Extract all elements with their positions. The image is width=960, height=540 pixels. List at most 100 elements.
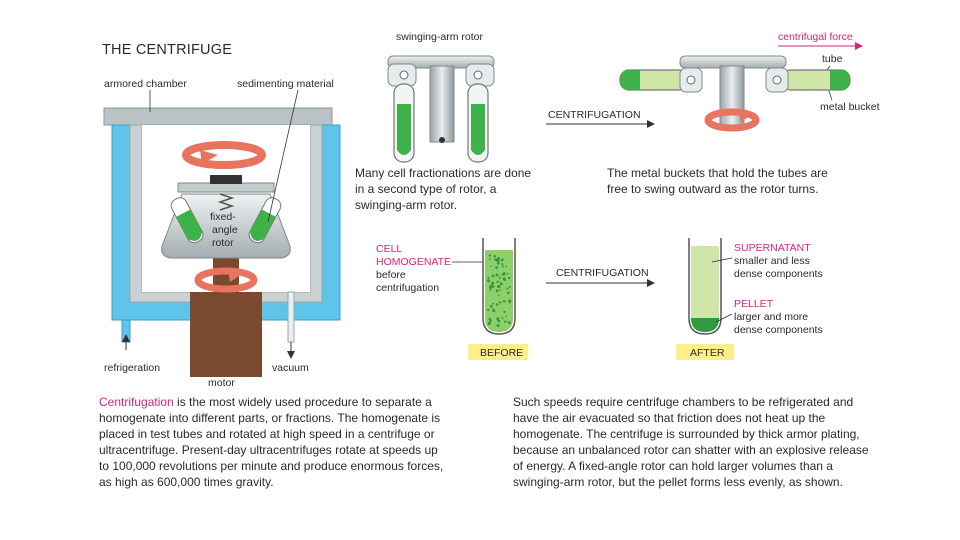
homogenate-particle bbox=[502, 277, 506, 281]
label-sedimenting-material: sedimenting material bbox=[237, 78, 334, 90]
paragraph-right-line4: because an unbalanced rotor can shatter … bbox=[513, 443, 869, 457]
label-supernatant-desc-1: smaller and less bbox=[734, 255, 810, 267]
label-pellet-desc-2: dense components bbox=[734, 324, 823, 336]
homogenate-particle bbox=[508, 299, 512, 303]
vacuum-pipe bbox=[287, 291, 295, 343]
homogenate-particle bbox=[491, 281, 495, 285]
swinging-arm-rotor-rest bbox=[387, 55, 495, 163]
caption-buckets-1: The metal buckets that hold the tubes ar… bbox=[607, 166, 828, 180]
caption-swing-2: in a second type of rotor, a bbox=[355, 182, 497, 196]
homogenate-particle bbox=[489, 285, 493, 289]
homogenate-particle bbox=[503, 310, 506, 314]
homogenate-particle bbox=[496, 324, 500, 328]
homogenate-particle bbox=[496, 285, 499, 288]
label-cell: CELL bbox=[376, 243, 402, 255]
homogenate-particle bbox=[502, 272, 506, 276]
term-centrifugation: Centrifugation bbox=[99, 395, 174, 409]
paragraph-right-line3: homogenate. The centrifuge is surrounded… bbox=[513, 427, 860, 441]
tube-before bbox=[482, 238, 516, 335]
label-motor: motor bbox=[208, 377, 235, 389]
paragraph-left-line3: placed in test tubes and rotated at high… bbox=[99, 427, 435, 441]
label-pellet: PELLET bbox=[734, 298, 774, 310]
paragraph-left: Centrifugation is the most widely used p… bbox=[99, 394, 443, 490]
tag-after bbox=[676, 344, 734, 360]
leader-sedimenting-material bbox=[267, 89, 299, 223]
homogenate-particle bbox=[508, 301, 511, 304]
homogenate-particle bbox=[495, 289, 499, 293]
caption-swing-1: Many cell fractionations are done bbox=[355, 166, 531, 180]
homogenate-particle bbox=[490, 265, 492, 268]
homogenate-particle bbox=[488, 321, 491, 324]
homogenate-particle bbox=[505, 315, 508, 318]
homogenate-particle bbox=[489, 319, 492, 322]
homogenate-particle bbox=[489, 288, 492, 291]
homogenate-particle bbox=[499, 301, 502, 304]
homogenate-particle bbox=[493, 254, 497, 258]
homogenate-particle bbox=[496, 261, 500, 265]
homogenate-particle bbox=[496, 280, 499, 284]
homogenate-particle bbox=[507, 276, 511, 280]
homogenate-particle bbox=[501, 263, 504, 266]
homogenate-particle bbox=[487, 308, 490, 312]
paragraph-left-line4: ultracentrifuge. Present-day ultracentri… bbox=[99, 443, 438, 457]
paragraph-left-line1: Centrifugation is the most widely used p… bbox=[99, 394, 443, 410]
homogenate-particle bbox=[506, 272, 509, 275]
homogenate-particle bbox=[488, 258, 491, 260]
homogenate-particle bbox=[495, 266, 498, 269]
homogenate-particle bbox=[499, 289, 502, 291]
homogenate-particle bbox=[499, 282, 503, 286]
rotation-arrow-bottom bbox=[194, 267, 258, 293]
homogenate-particle bbox=[506, 287, 509, 290]
rotor-label-2: angle bbox=[212, 224, 238, 236]
label-swinging-arm-rotor: swinging-arm rotor bbox=[396, 31, 483, 43]
homogenate-particle bbox=[507, 321, 511, 325]
homogenate-particle bbox=[492, 309, 496, 313]
homogenate-particle bbox=[501, 265, 504, 268]
fixed-angle-rotor: fixed- angle rotor bbox=[161, 175, 291, 259]
paragraph-right-line6: swinging-arm rotor, but the pellet forms… bbox=[513, 475, 843, 489]
motor bbox=[190, 292, 262, 377]
paragraph-right-line2: have the air evacuated so that friction … bbox=[513, 411, 826, 425]
paragraph-right-line1: Such speeds require centrifuge chambers … bbox=[513, 395, 854, 409]
homogenate-particle bbox=[505, 265, 508, 268]
label-armored-chamber: armored chamber bbox=[104, 78, 187, 90]
homogenate-particle bbox=[490, 304, 493, 308]
label-pellet-desc-1: larger and more bbox=[734, 311, 808, 323]
homogenate-particle bbox=[504, 320, 507, 323]
figure-title: THE CENTRIFUGE bbox=[102, 42, 232, 58]
label-centrifugation-bottom: CENTRIFUGATION bbox=[556, 267, 649, 279]
label-metal-bucket: metal bucket bbox=[820, 101, 880, 113]
homogenate-particle bbox=[492, 302, 495, 305]
paragraph-left-line2: homogenate into different parts, or frac… bbox=[99, 411, 441, 425]
rotor-label-3: rotor bbox=[212, 237, 234, 249]
leader-supernatant bbox=[711, 257, 733, 263]
homogenate-particle bbox=[487, 280, 491, 283]
label-before-centrifugation-2: centrifugation bbox=[376, 282, 439, 294]
caption-buckets-2: free to swing outward as the rotor turns… bbox=[607, 182, 818, 196]
tube-after bbox=[688, 238, 722, 335]
homogenate-particle bbox=[500, 259, 503, 262]
swinging-arm-rotor-spinning bbox=[619, 55, 851, 132]
paragraph-left-line6: as high as 600,000 times gravity. bbox=[99, 475, 274, 489]
leader-pellet bbox=[715, 313, 733, 323]
label-homogenate: HOMOGENATE bbox=[376, 256, 451, 268]
tag-after-label: AFTER bbox=[690, 347, 725, 359]
paragraph-right-line5: of energy. A fixed-angle rotor can hold … bbox=[513, 459, 833, 473]
homogenate-particle bbox=[508, 291, 510, 293]
label-supernatant-desc-2: dense components bbox=[734, 268, 823, 280]
tag-before bbox=[468, 344, 528, 360]
label-refrigeration: refrigeration bbox=[104, 362, 160, 374]
label-before-centrifugation-1: before bbox=[376, 269, 406, 281]
label-tube: tube bbox=[822, 53, 843, 65]
paragraph-left-line1-rest: is the most widely used procedure to sep… bbox=[173, 395, 432, 409]
label-centrifugation-top: CENTRIFUGATION bbox=[548, 109, 641, 121]
homogenate-particle bbox=[487, 276, 490, 279]
tag-before-label: BEFORE bbox=[480, 347, 523, 359]
caption-swing-3: swinging-arm rotor. bbox=[355, 198, 457, 212]
homogenate-particle bbox=[497, 294, 500, 297]
label-supernatant: SUPERNATANT bbox=[734, 242, 811, 254]
homogenate-particle bbox=[495, 273, 499, 277]
homogenate-particle bbox=[508, 286, 511, 288]
homogenate-particle bbox=[492, 285, 495, 288]
